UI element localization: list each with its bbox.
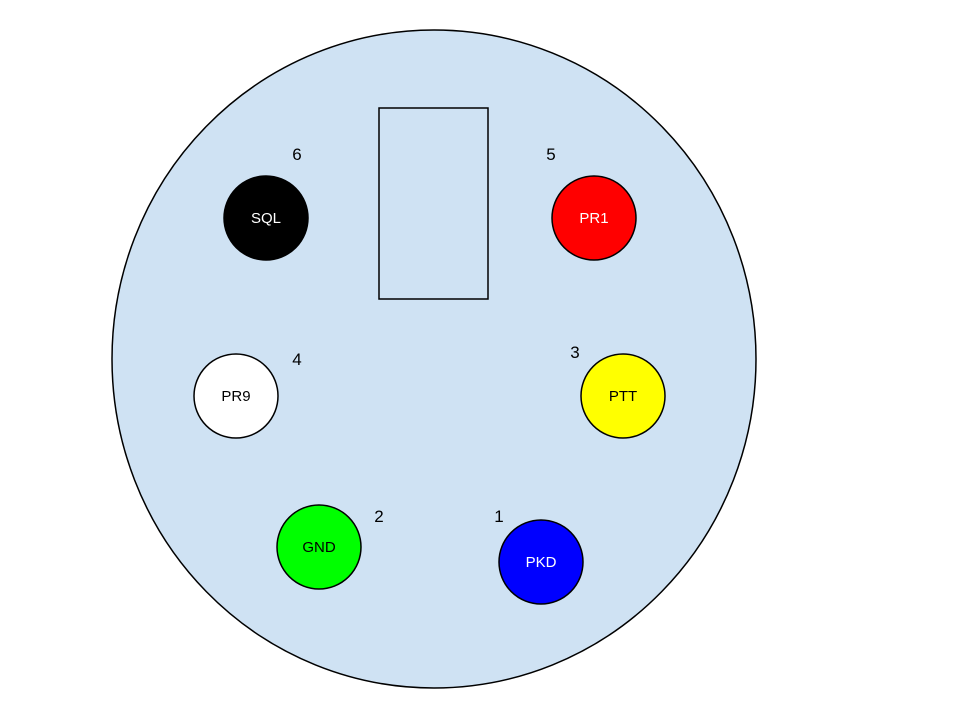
pin-1: PKD 1 xyxy=(494,507,584,605)
pin-6-number: 6 xyxy=(292,145,301,164)
pin-2: GND 2 xyxy=(276,504,384,590)
pin-6-label: SQL xyxy=(251,210,281,227)
pin-6: SQL 6 xyxy=(223,145,309,261)
pin-3: PTT 3 xyxy=(570,343,666,439)
pin-4: PR9 4 xyxy=(193,350,302,439)
pin-5: PR1 5 xyxy=(546,145,637,261)
pin-1-number: 1 xyxy=(494,507,503,526)
pin-5-contact xyxy=(551,175,637,261)
pin-4-label: PR9 xyxy=(221,388,250,405)
pin-5-label: PR1 xyxy=(579,210,608,227)
pin-4-number: 4 xyxy=(292,350,301,369)
pin-2-contact xyxy=(276,504,362,590)
pin-4-contact xyxy=(193,353,279,439)
pin-2-label: GND xyxy=(302,539,336,556)
pin-2-number: 2 xyxy=(374,507,383,526)
pin-3-contact xyxy=(580,353,666,439)
pin-5-number: 5 xyxy=(546,145,555,164)
pin-1-label: PKD xyxy=(526,554,557,571)
connector-body xyxy=(111,29,757,689)
pin-3-label: PTT xyxy=(609,388,637,405)
pin-1-contact xyxy=(498,519,584,605)
connector-key-notch xyxy=(378,107,489,300)
pin-3-number: 3 xyxy=(570,343,579,362)
pin-6-contact xyxy=(223,175,309,261)
